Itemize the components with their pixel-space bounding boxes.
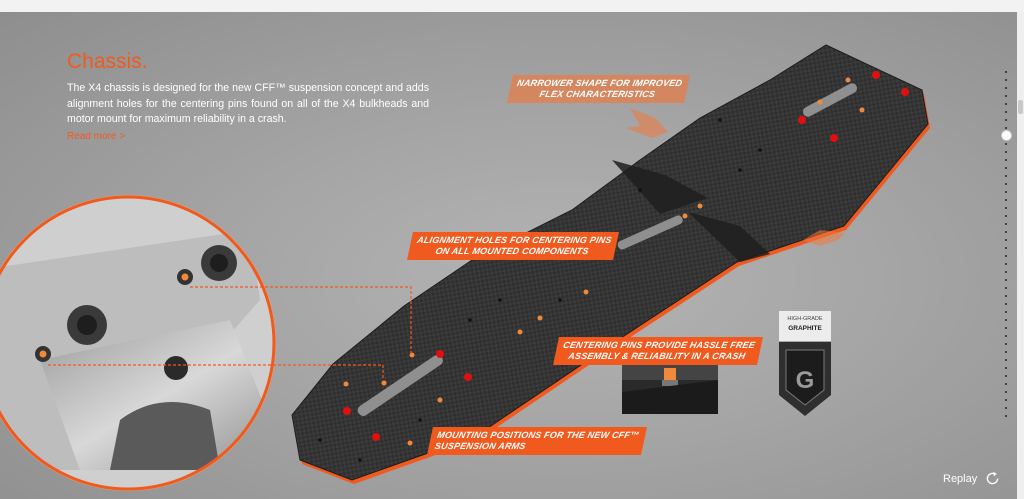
- read-more-link[interactable]: Read more >: [67, 131, 126, 142]
- replay-button[interactable]: Replay: [943, 470, 1001, 487]
- badge-line-1: HIGH-GRADE: [787, 316, 823, 322]
- badge-label-box: [779, 311, 831, 341]
- callout-line: MOUNTING POSITIONS FOR THE NEW CFF™: [436, 430, 641, 440]
- callout-line: ALIGNMENT HOLES FOR CENTERING PINS: [416, 235, 613, 245]
- page-title: Chassis.: [67, 50, 148, 73]
- callout-centering-pins: CENTERING PINS PROVIDE HASSLE FREE ASSEM…: [553, 337, 763, 365]
- graphite-shield-icon: G: [779, 342, 831, 416]
- callout-alignment-holes: ALIGNMENT HOLES FOR CENTERING PINS ON AL…: [407, 232, 620, 260]
- svg-text:G: G: [796, 367, 815, 394]
- callout-line: SUSPENSION ARMS: [433, 441, 527, 451]
- leader-lines: [48, 286, 412, 380]
- arrow-right-icon: [803, 230, 845, 246]
- callout-line: NARROWER SHAPE FOR IMPROVED: [516, 78, 684, 88]
- feature-description: The X4 chassis is designed for the new C…: [67, 82, 429, 125]
- section-scroll-track[interactable]: [1005, 68, 1007, 418]
- page-scrollbar[interactable]: [1017, 12, 1024, 499]
- section-scroll-indicator[interactable]: [1001, 130, 1012, 141]
- chassis-plate: [291, 44, 930, 484]
- callout-mounting-positions: MOUNTING POSITIONS FOR THE NEW CFF™ SUSP…: [427, 427, 647, 455]
- callout-line: ON ALL MOUNTED COMPONENTS: [434, 246, 590, 256]
- magnifier-detail: [0, 195, 276, 491]
- callout-line: CENTERING PINS PROVIDE HASSLE FREE: [562, 340, 757, 350]
- callout-line: FLEX CHARACTERISTICS: [538, 89, 657, 99]
- badge-line-2: GRAPHITE: [788, 325, 822, 332]
- graphite-badge: HIGH-GRADE GRAPHITE: [779, 311, 831, 416]
- replay-icon: [986, 471, 999, 485]
- page-scrollbar-thumb[interactable]: [1018, 100, 1023, 114]
- callout-line: ASSEMBLY & RELIABILITY IN A CRASH: [567, 351, 747, 361]
- arrow-top-icon: [626, 108, 668, 138]
- replay-label: Replay: [943, 472, 978, 485]
- chassis-holes: [318, 71, 909, 462]
- chassis-illustration: G: [0, 44, 930, 491]
- centering-pin-inset: [622, 362, 718, 414]
- top-bar: [0, 0, 1024, 12]
- callout-narrower-shape: NARROWER SHAPE FOR IMPROVED FLEX CHARACT…: [507, 75, 690, 103]
